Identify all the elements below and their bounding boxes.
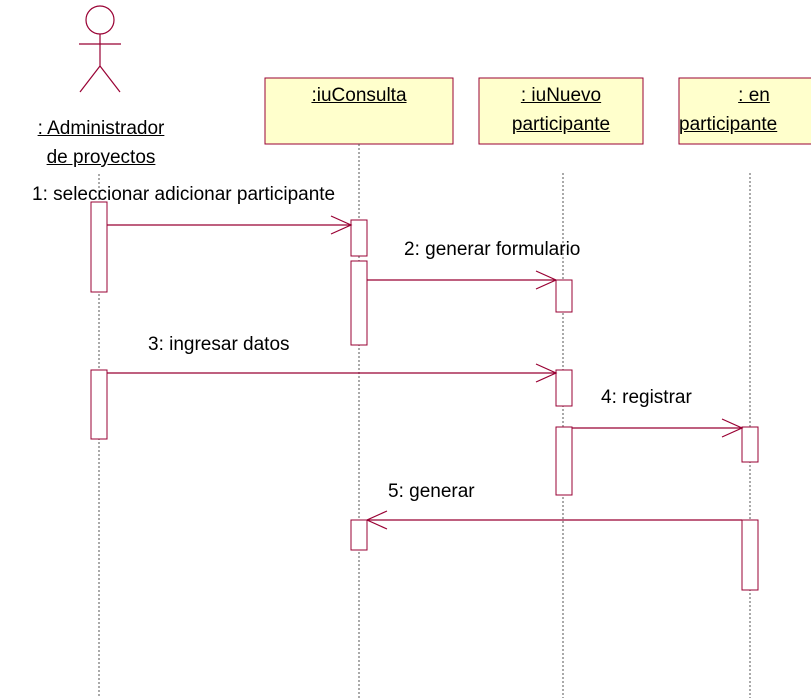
activation-en-participante-2 xyxy=(741,519,759,591)
activations xyxy=(90,201,759,591)
actor-leg-right xyxy=(99,65,121,93)
arrow-message-2 xyxy=(367,270,558,290)
activation-iuconsulta-3 xyxy=(350,519,368,551)
object-label-iunuevo-line2: participante xyxy=(511,114,611,135)
object-label-en-participante-line1: : en xyxy=(738,85,770,106)
message-label-2: 2: generar formulario xyxy=(404,239,581,260)
actor-figure xyxy=(79,5,121,93)
object-label-iunuevo-line1: : iuNuevo xyxy=(520,85,602,106)
actor-name-line2: de proyectos xyxy=(46,147,156,168)
activation-iuconsulta-1 xyxy=(350,219,368,257)
arrow-message-1 xyxy=(107,215,353,235)
arrow-message-3 xyxy=(107,363,558,383)
message-label-5: 5: generar xyxy=(388,481,475,502)
message-label-4: 4: registrar xyxy=(601,387,692,408)
actor-name-line1: : Administrador xyxy=(37,118,165,139)
activation-en-participante-1 xyxy=(741,426,759,463)
object-box-iunuevo-participante xyxy=(478,77,644,145)
actor-head xyxy=(85,5,115,35)
message-label-1: 1: seleccionar adicionar participante xyxy=(32,184,336,205)
activation-iunuevo-1 xyxy=(555,279,573,313)
activation-actor-2 xyxy=(90,369,108,440)
actor-leg-left xyxy=(79,65,101,93)
object-label-en-participante-line2: participante xyxy=(679,114,778,135)
lifelines xyxy=(98,144,751,698)
activation-iunuevo-3 xyxy=(555,426,573,496)
message-label-3: 3: ingresar datos xyxy=(148,334,290,355)
arrow-message-4 xyxy=(572,418,744,438)
arrow-message-5 xyxy=(365,510,742,530)
object-box-en-participante xyxy=(678,77,811,145)
activation-iuconsulta-2 xyxy=(350,260,368,346)
message-arrows xyxy=(107,215,744,530)
activation-iunuevo-2 xyxy=(555,369,573,407)
object-label-iuconsulta: :iuConsulta xyxy=(311,85,407,106)
activation-actor-1 xyxy=(90,201,108,293)
object-box-iuconsulta xyxy=(264,77,454,145)
